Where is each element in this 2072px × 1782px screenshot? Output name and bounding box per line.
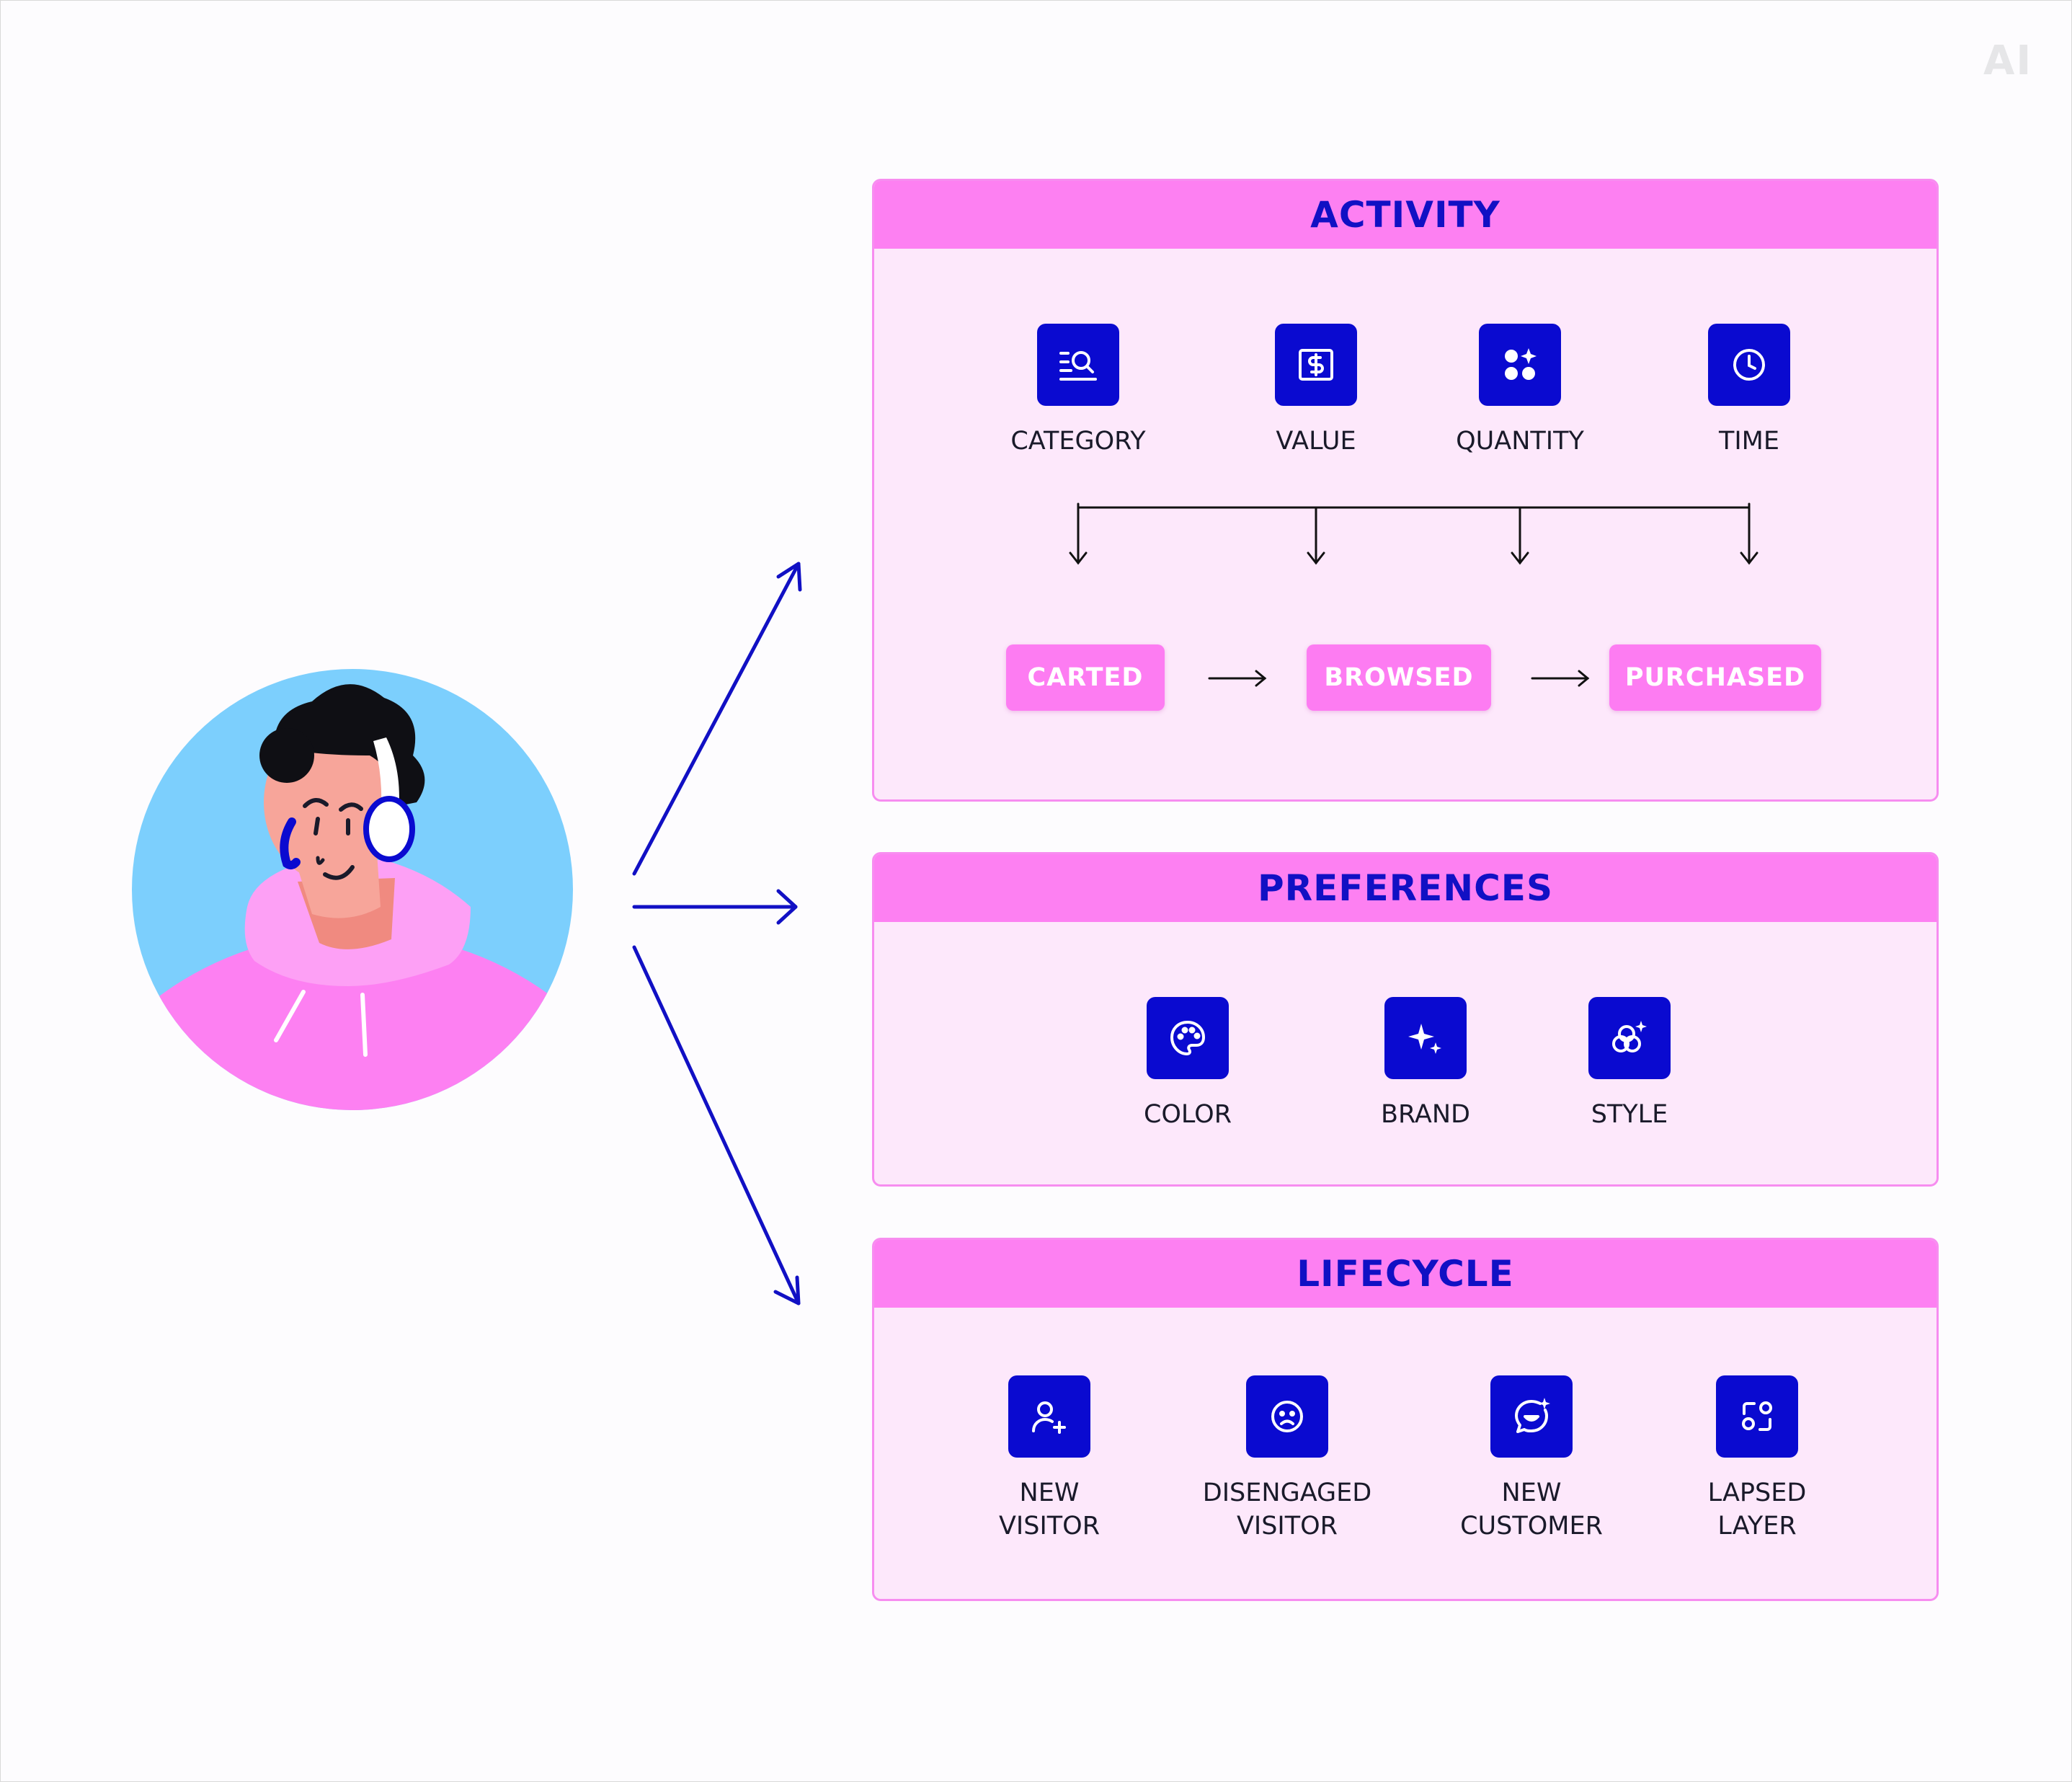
preferences-item-label: STYLE [1591,1100,1668,1129]
lifecycle-item-lapsed-layer: LAPSED LAYER [1656,1375,1858,1543]
activity-title: ACTIVITY [1310,194,1500,236]
preferences-item-label: BRAND [1381,1100,1470,1129]
stage-pill-carted: CARTED [1006,644,1165,711]
activity-item-label: TIME [1718,427,1779,456]
preferences-title: PREFERENCES [1258,867,1553,909]
customer-avatar [132,669,573,1110]
lifecycle-item-new-visitor: NEW VISITOR [948,1375,1150,1543]
lifecycle-panel: LIFECYCLE NEW VISITOR DISENGAGED VISITOR [872,1238,1939,1601]
stage-label: BROWSED [1324,663,1474,692]
stage-label: PURCHASED [1624,663,1806,692]
activity-item-label: CATEGORY [1010,427,1146,456]
stage-pill-browsed: BROWSED [1307,644,1491,711]
dollar-bill-icon [1275,324,1357,406]
shapes-grid-icon [1479,324,1561,406]
scatter-icon [1716,1375,1798,1458]
stage-pill-purchased: PURCHASED [1609,644,1821,711]
lifecycle-title: LIFECYCLE [1297,1253,1514,1295]
activity-item-quantity: QUANTITY [1419,324,1621,458]
chat-smile-icon [1490,1375,1573,1458]
style-circles-icon [1588,997,1671,1079]
activity-item-label: QUANTITY [1456,427,1584,456]
preferences-panel: PREFERENCES COLOR BRAND STYLE [872,852,1939,1187]
lifecycle-item-label: DISENGAGED VISITOR [1202,1479,1372,1541]
lifecycle-item-label: LAPSED LAYER [1707,1479,1807,1541]
clock-icon [1708,324,1790,406]
activity-item-value: VALUE [1215,324,1417,458]
category-search-icon [1037,324,1119,406]
preferences-item-color: COLOR [1087,997,1289,1131]
sad-face-icon [1246,1375,1328,1458]
preferences-header: PREFERENCES [874,854,1937,922]
watermark: AI [1983,37,2033,84]
activity-panel: ACTIVITY CATEGORY VALUE [872,179,1939,802]
activity-item-time: TIME [1648,324,1850,458]
lifecycle-item-disengaged-visitor: DISENGAGED VISITOR [1186,1375,1388,1543]
stage-label: CARTED [1027,663,1144,692]
activity-item-label: VALUE [1276,427,1356,456]
activity-item-category: CATEGORY [977,324,1179,458]
preferences-item-brand: BRAND [1325,997,1526,1131]
sparkle-icon [1384,997,1467,1079]
activity-header: ACTIVITY [874,181,1937,249]
preferences-item-style: STYLE [1529,997,1730,1131]
preferences-item-label: COLOR [1143,1100,1232,1129]
user-plus-icon [1008,1375,1090,1458]
palette-icon [1147,997,1229,1079]
lifecycle-item-new-customer: NEW CUSTOMER [1431,1375,1632,1543]
lifecycle-header: LIFECYCLE [874,1240,1937,1308]
lifecycle-item-label: NEW CUSTOMER [1460,1479,1603,1541]
lifecycle-item-label: NEW VISITOR [998,1479,1101,1541]
activity-connectors [1069,502,1758,687]
